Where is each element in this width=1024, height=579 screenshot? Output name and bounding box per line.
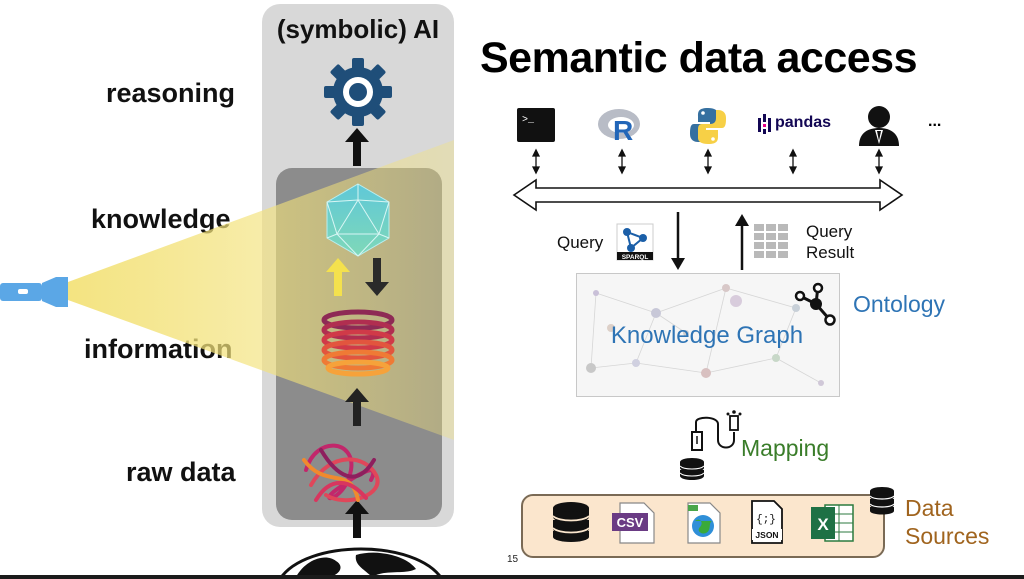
csv-file-icon: CSV bbox=[612, 502, 655, 544]
page-number: 15 bbox=[507, 554, 519, 565]
data-sources-label: Data Sources bbox=[905, 495, 990, 549]
icosahedron-icon bbox=[326, 183, 390, 257]
database-small-icon bbox=[869, 487, 895, 515]
arrow-up-icon bbox=[345, 128, 369, 166]
graph-network-background bbox=[586, 284, 824, 386]
svg-text:>_: >_ bbox=[522, 115, 535, 126]
ontology-network-icon bbox=[794, 282, 836, 326]
label-knowledge: knowledge bbox=[91, 204, 231, 234]
ontology-label: Ontology bbox=[853, 291, 946, 317]
more-tools-ellipsis: ... bbox=[928, 113, 942, 130]
json-label: JSON bbox=[755, 530, 778, 540]
query-label: Query bbox=[557, 233, 604, 252]
table-result-icon bbox=[754, 224, 788, 258]
excel-file-icon: X bbox=[811, 504, 854, 542]
mapping-label: Mapping bbox=[741, 435, 830, 461]
excel-label: X bbox=[817, 515, 829, 534]
globe-icon bbox=[278, 547, 444, 579]
terminal-icon: >_ bbox=[517, 108, 555, 142]
sparql-label: SPARQL bbox=[622, 254, 649, 261]
label-raw-data: raw data bbox=[126, 457, 236, 487]
arrow-down-icon bbox=[365, 258, 389, 296]
json-file-icon: {;} JSON bbox=[751, 500, 783, 544]
bottom-divider bbox=[0, 575, 1024, 579]
main-title: Semantic data access bbox=[480, 34, 918, 82]
arrow-up-icon-3 bbox=[345, 500, 369, 538]
ai-panel-title: (symbolic) AI bbox=[276, 14, 440, 44]
arrow-up-icon-2 bbox=[345, 388, 369, 426]
user-icon bbox=[859, 106, 899, 146]
csv-label: CSV bbox=[617, 515, 644, 530]
pandas-logo-icon bbox=[758, 114, 771, 134]
flashlight-icon bbox=[0, 277, 68, 307]
web-file-icon bbox=[687, 502, 721, 544]
raw-data-tangle-icon bbox=[302, 443, 380, 503]
mapping-icon bbox=[679, 410, 742, 480]
database-icon bbox=[552, 502, 590, 542]
svg-text:R: R bbox=[613, 115, 633, 146]
label-reasoning: reasoning bbox=[106, 78, 236, 108]
knowledge-graph-label: Knowledge Graph bbox=[610, 322, 804, 349]
information-rings-icon bbox=[321, 309, 395, 377]
r-language-icon: R bbox=[598, 109, 640, 146]
pandas-label: pandas bbox=[775, 114, 832, 131]
arrow-up-yellow-icon bbox=[326, 258, 350, 296]
gear-icon bbox=[324, 58, 392, 126]
sparql-icon: SPARQL bbox=[616, 223, 654, 261]
query-result-label: Query Result bbox=[806, 222, 855, 262]
python-icon bbox=[690, 108, 726, 144]
json-braces: {;} bbox=[756, 514, 776, 526]
